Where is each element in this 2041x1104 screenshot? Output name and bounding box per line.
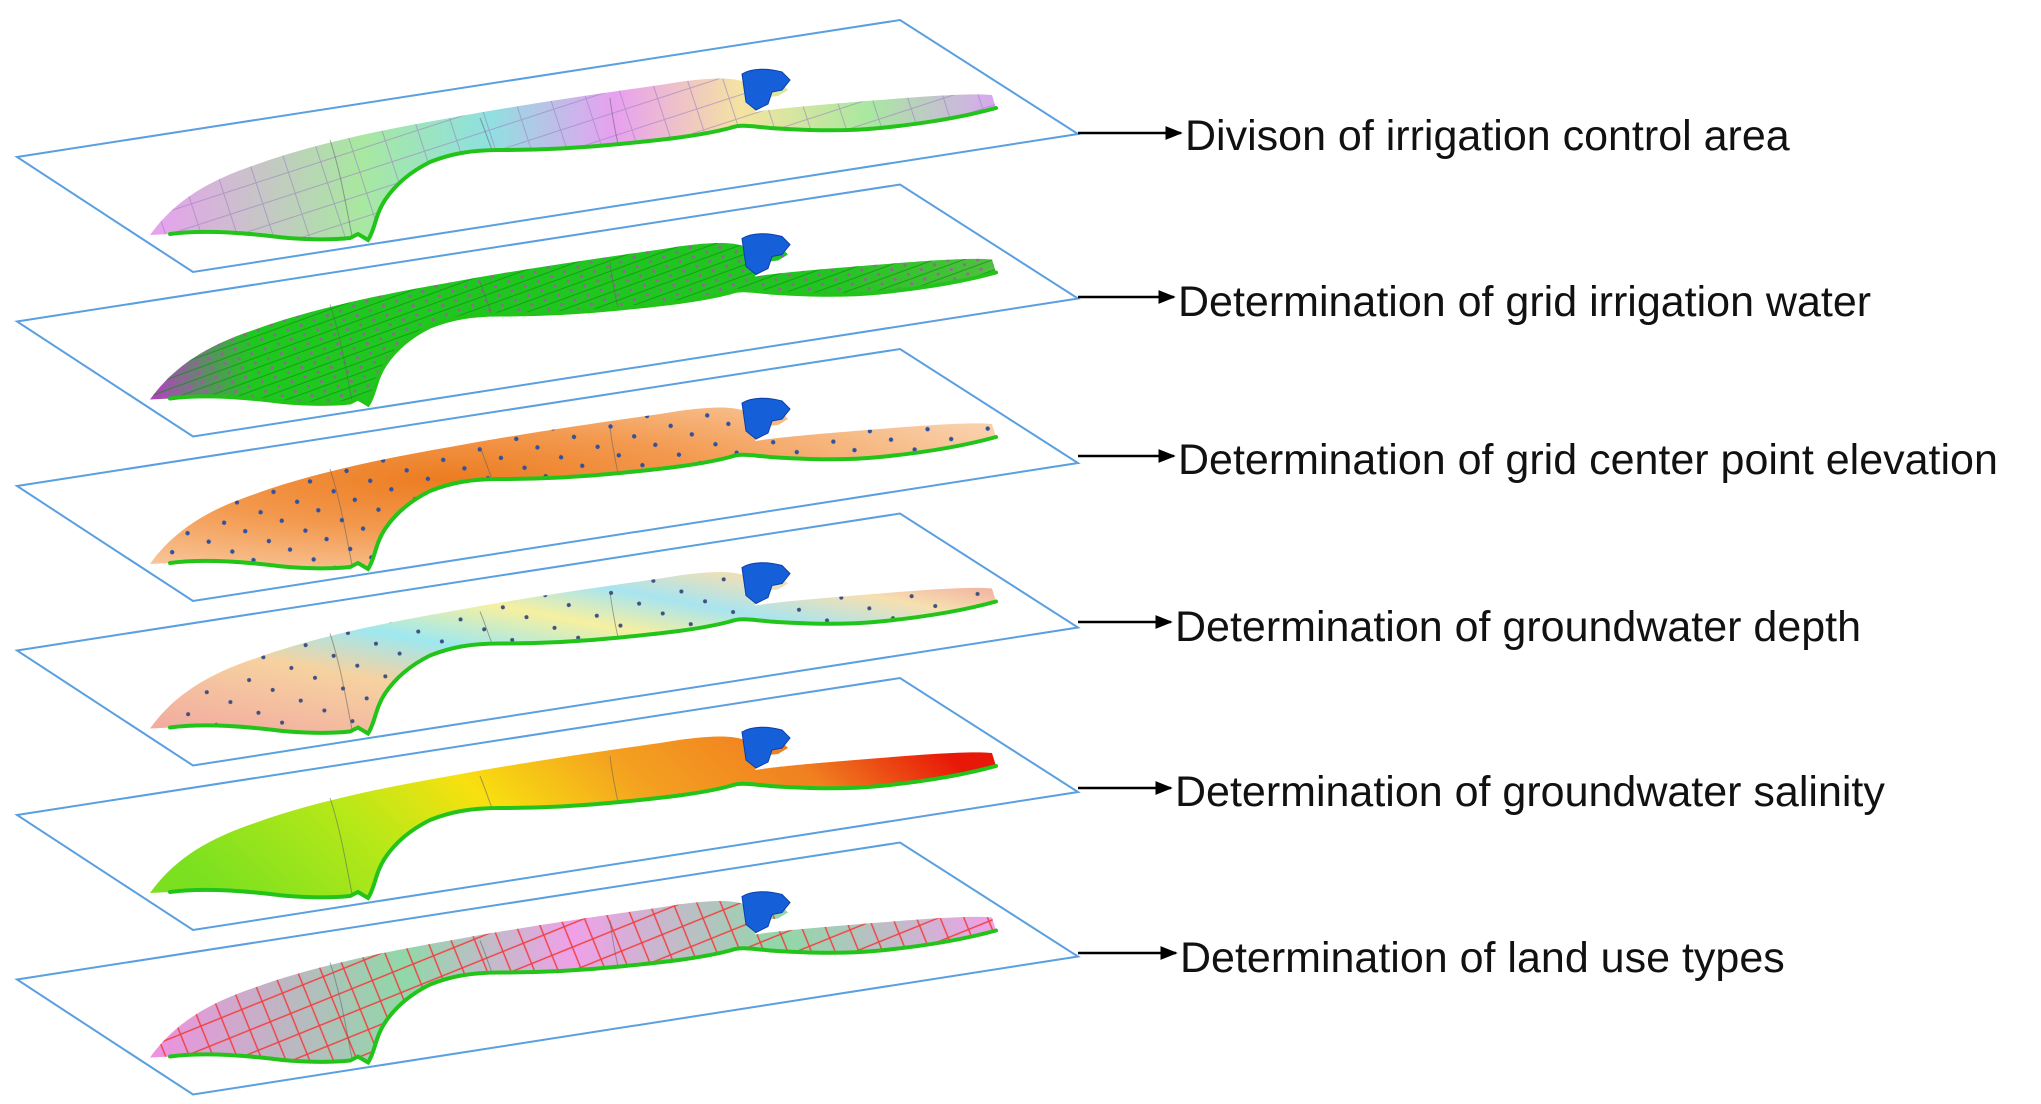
- layer-label: Determination of grid irrigation water: [1178, 278, 1871, 326]
- layer-label: Determination of land use types: [1180, 934, 1785, 982]
- region-pattern: [150, 571, 996, 734]
- river-boundary: [168, 928, 998, 1066]
- layers-group: Divison of irrigation control areaDeterm…: [14, 18, 1998, 1096]
- region-map: [150, 233, 998, 408]
- layer-label: Determination of grid center point eleva…: [1178, 436, 1998, 484]
- map-layer-irrigation: Determination of grid irrigation water: [14, 183, 1871, 438]
- lake-shape: [741, 562, 791, 605]
- map-layer-elevation: Determination of grid center point eleva…: [14, 347, 1998, 603]
- river-boundary: [168, 270, 998, 408]
- river-boundary: [168, 106, 998, 243]
- division-lines: [329, 262, 619, 401]
- lake-shape: [741, 891, 791, 934]
- region-pattern: [150, 242, 996, 405]
- region-pattern: [150, 78, 996, 240]
- lake-shape: [741, 726, 791, 769]
- division-lines: [329, 755, 619, 895]
- region-pattern: [150, 407, 996, 569]
- map-layer-depth: Determination of groundwater depth: [14, 512, 1861, 767]
- map-layer-zones: Divison of irrigation control area: [14, 18, 1790, 274]
- division-lines: [329, 97, 619, 237]
- river-boundary: [168, 599, 998, 737]
- region-map: [150, 726, 998, 901]
- lake-shape: [741, 233, 791, 276]
- division-lines: [329, 920, 619, 1059]
- region-pattern: [150, 900, 996, 1063]
- layer-label: Divison of irrigation control area: [1185, 112, 1790, 160]
- division-lines: [329, 426, 619, 566]
- region-map: [150, 397, 998, 572]
- region-map: [150, 68, 998, 243]
- lake-shape: [741, 68, 791, 111]
- layer-label: Determination of groundwater salinity: [1175, 768, 1885, 816]
- division-lines: [329, 591, 619, 730]
- river-boundary: [168, 435, 998, 572]
- map-layer-landuse: Determination of land use types: [14, 841, 1785, 1096]
- region-map: [150, 891, 998, 1066]
- lake-shape: [741, 397, 791, 440]
- region-map: [150, 562, 998, 737]
- map-layer-salinity: Determination of groundwater salinity: [14, 676, 1885, 932]
- region-fill: [150, 736, 996, 898]
- layer-label: Determination of groundwater depth: [1175, 603, 1861, 651]
- river-boundary: [168, 764, 998, 901]
